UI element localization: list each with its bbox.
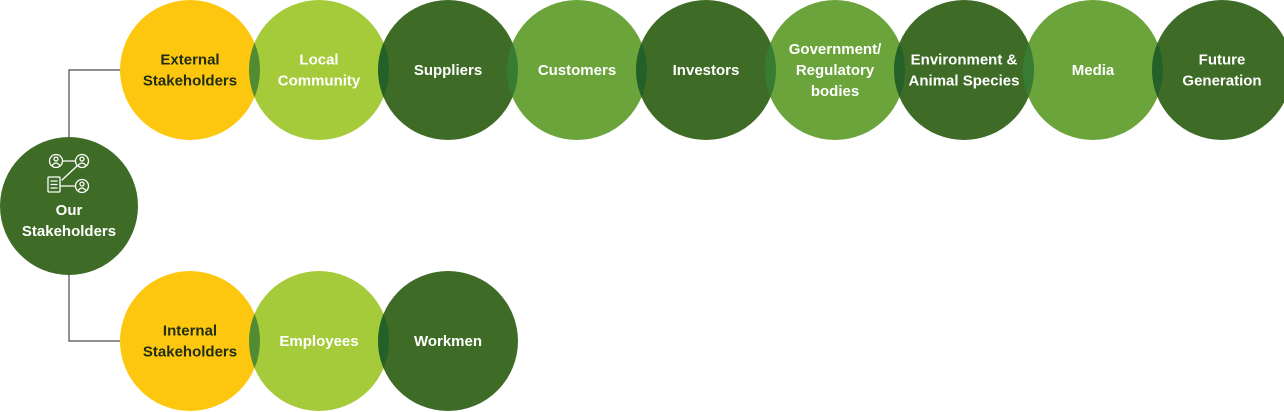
circle-overlap bbox=[1152, 42, 1164, 98]
stakeholder-local-community-circle-label-line: Local bbox=[299, 52, 338, 69]
circle-overlap bbox=[1023, 42, 1034, 98]
stakeholder-environment-animal-species-circle-label-line: Animal Species bbox=[909, 73, 1020, 90]
stakeholder-investors-circle bbox=[636, 0, 776, 140]
stakeholder-suppliers-circle bbox=[378, 0, 518, 140]
stakeholder-employees-circle bbox=[249, 271, 389, 411]
stakeholder-network-icon bbox=[47, 153, 90, 194]
circle-overlap bbox=[249, 42, 260, 98]
connector-external bbox=[68, 69, 120, 137]
internal-stakeholders-circle-label-line: Internal bbox=[163, 323, 217, 340]
circle-overlap bbox=[378, 42, 389, 98]
circle-overlap bbox=[506, 42, 518, 98]
circle-overlap bbox=[378, 313, 389, 369]
external-stakeholders-circle-label-line: External bbox=[160, 52, 219, 69]
stakeholder-government-regulatory-bodies-circle bbox=[765, 0, 905, 140]
stakeholder-local-community-circle-label-line: Community bbox=[278, 73, 361, 90]
circle-overlap bbox=[894, 42, 905, 98]
stakeholder-media-circle-label-line: Media bbox=[1072, 62, 1115, 79]
circle-overlap bbox=[636, 42, 647, 98]
stakeholder-environment-animal-species-circle-label-line: Environment & bbox=[911, 52, 1018, 69]
internal-stakeholders-circle-label-line: Stakeholders bbox=[143, 344, 237, 361]
stakeholder-local-community-circle bbox=[249, 0, 389, 140]
stakeholder-future-generation-circle-label-line: Future bbox=[1199, 52, 1246, 69]
connector-lines bbox=[68, 69, 120, 342]
external-stakeholders-circle bbox=[120, 0, 260, 140]
stakeholder-customers-circle-label-line: Customers bbox=[538, 62, 616, 79]
stakeholder-future-generation-circle-label-line: Generation bbox=[1182, 73, 1261, 90]
our-stakeholders-circle bbox=[0, 137, 138, 275]
stakeholder-future-generation-circle bbox=[1152, 0, 1284, 140]
stakeholder-suppliers-circle-label-line: Suppliers bbox=[414, 62, 482, 79]
internal-stakeholders-circle bbox=[120, 271, 260, 411]
stakeholder-workmen-circle bbox=[378, 271, 518, 411]
stakeholder-government-regulatory-bodies-circle-label-line: Regulatory bbox=[796, 62, 875, 79]
stakeholder-environment-animal-species-circle bbox=[894, 0, 1034, 140]
circle-overlap bbox=[249, 313, 260, 369]
our-stakeholders-label-line: Stakeholders bbox=[22, 223, 116, 240]
connector-internal bbox=[68, 275, 120, 342]
external-stakeholders-circle-label-line: Stakeholders bbox=[143, 73, 237, 90]
circle-overlap bbox=[765, 42, 776, 98]
stakeholder-government-regulatory-bodies-circle-label-line: Government/ bbox=[789, 41, 882, 58]
stakeholder-government-regulatory-bodies-circle-label-line: bodies bbox=[811, 83, 859, 100]
stakeholder-investors-circle-label-line: Investors bbox=[673, 62, 740, 79]
stakeholder-media-circle bbox=[1023, 0, 1163, 140]
stakeholder-employees-circle-label-line: Employees bbox=[279, 333, 358, 350]
stakeholder-customers-circle bbox=[507, 0, 647, 140]
stakeholder-workmen-circle-label-line: Workmen bbox=[414, 333, 482, 350]
our-stakeholders-label-line: Our bbox=[56, 202, 83, 219]
